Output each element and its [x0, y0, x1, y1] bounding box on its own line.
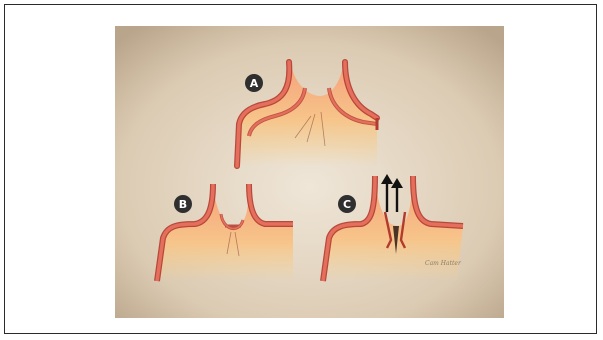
panel-b-label: B: [179, 198, 187, 211]
artist-signature: Cam Hatter: [425, 260, 462, 267]
diagram-canvas: A B: [115, 26, 504, 318]
panel-c-label: C: [343, 198, 351, 211]
panel-a-label: A: [250, 77, 259, 90]
dart-diagram-illustration: A B: [115, 26, 504, 318]
slide-frame: A B: [4, 4, 597, 334]
